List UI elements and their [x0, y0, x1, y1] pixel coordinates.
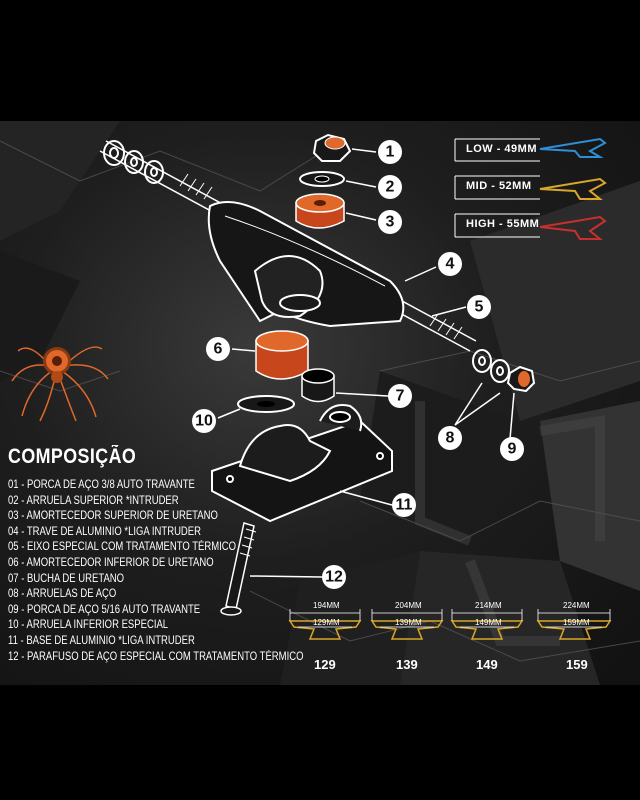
list-item: 09 - PORCA DE AÇO 5/16 AUTO TRAVANTE [8, 602, 201, 616]
callout-1: 1 [378, 140, 402, 164]
svg-text:8: 8 [446, 430, 455, 447]
top-washer [299, 171, 345, 187]
list-item: 05 - EIXO ESPECIAL COM TRATAMENTO TÉRMIC… [8, 540, 237, 554]
callout-8: 8 [438, 426, 462, 450]
hanger-part [207, 201, 405, 328]
list-item: 04 - TRAVE DE ALUMINIO *LIGA INTRUDER [8, 524, 202, 538]
list-item: 07 - BUCHA DE URETANO [8, 571, 125, 585]
callout-6: 6 [206, 337, 230, 361]
svg-text:4: 4 [446, 256, 455, 273]
svg-text:5: 5 [475, 299, 484, 316]
svg-text:1: 1 [386, 144, 395, 161]
svg-text:12: 12 [325, 569, 343, 586]
pivot-cup [301, 368, 335, 403]
list-item: 08 - ARRUELAS DE AÇO [8, 587, 117, 601]
spider-logo-icon [11, 346, 109, 422]
bottom-bushing [255, 330, 309, 380]
callout-layer: 1 2 3 4 5 6 7 8 9 10 11 12 [192, 140, 524, 589]
truck-icon-low [539, 137, 607, 158]
composition-list: 01 - PORCA DE AÇO 3/8 AUTO TRAVANTE 02 -… [8, 477, 368, 664]
list-item: 06 - AMORTECEDOR INFERIOR DE URETANO [8, 555, 214, 569]
size-axle-149: 149MM [475, 618, 502, 627]
callout-7: 7 [388, 384, 412, 408]
composition-title: COMPOSIÇÃO [8, 445, 137, 468]
truck-icon-high [539, 215, 607, 240]
svg-text:11: 11 [396, 497, 413, 514]
callout-11: 11 [392, 493, 416, 517]
height-label-mid: MID - 52MM [466, 180, 532, 192]
svg-text:10: 10 [195, 413, 213, 430]
svg-text:3: 3 [386, 214, 395, 231]
size-129: 129 [314, 657, 336, 672]
svg-text:7: 7 [396, 388, 405, 405]
exploded-diagram [11, 133, 607, 616]
size-axle-139: 139MM [395, 618, 422, 627]
height-label-high: HIGH - 55MM [466, 218, 540, 230]
leader-lines [217, 148, 515, 578]
callout-3: 3 [378, 210, 402, 234]
svg-text:6: 6 [214, 341, 223, 358]
size-total-139: 204MM [395, 601, 422, 610]
list-item: 01 - PORCA DE AÇO 3/8 AUTO TRAVANTE [8, 478, 195, 491]
size-159: 159 [566, 657, 588, 672]
size-total-159: 224MM [563, 601, 590, 610]
axle-nut [506, 365, 536, 393]
callout-4: 4 [438, 252, 462, 276]
list-item: 12 - PARAFUSO DE AÇO ESPECIAL COM TRATAM… [8, 649, 304, 663]
size-guide-icons [288, 609, 612, 640]
size-total-129: 194MM [313, 601, 340, 610]
svg-text:9: 9 [508, 441, 517, 458]
kingpin-bolt [220, 522, 257, 616]
size-139: 139 [396, 657, 418, 672]
background-texture [0, 121, 640, 685]
truck-icon-mid [539, 177, 607, 200]
right-washers [472, 349, 510, 383]
size-total-149: 214MM [475, 601, 502, 610]
svg-text:2: 2 [386, 179, 395, 196]
top-bushing [295, 193, 345, 229]
list-item: 10 - ARRUELA INFERIOR ESPECIAL [8, 618, 169, 632]
size-axle-129: 129MM [313, 618, 340, 627]
list-item: 03 - AMORTECEDOR SUPERIOR DE URETANO [8, 509, 218, 523]
kingpin-nut [312, 133, 352, 162]
height-label-low: LOW - 49MM [466, 143, 537, 155]
product-panel: 1 2 3 4 5 6 7 8 9 10 11 12 LOW - 49MM MI… [0, 121, 640, 685]
height-brackets [454, 138, 540, 238]
callout-12: 12 [322, 565, 346, 589]
list-item: 11 - BASE DE ALUMINIO *LIGA INTRUDER [8, 633, 195, 647]
baseplate-part [211, 404, 393, 523]
callout-9: 9 [500, 437, 524, 461]
size-149: 149 [476, 657, 498, 672]
callout-2: 2 [378, 175, 402, 199]
list-item: 02 - ARRUELA SUPERIOR *INTRUDER [8, 493, 179, 507]
bottom-washer [237, 395, 295, 413]
callout-10: 10 [192, 409, 216, 433]
callout-5: 5 [467, 295, 491, 319]
size-axle-159: 159MM [563, 618, 590, 627]
left-washers [103, 140, 164, 184]
